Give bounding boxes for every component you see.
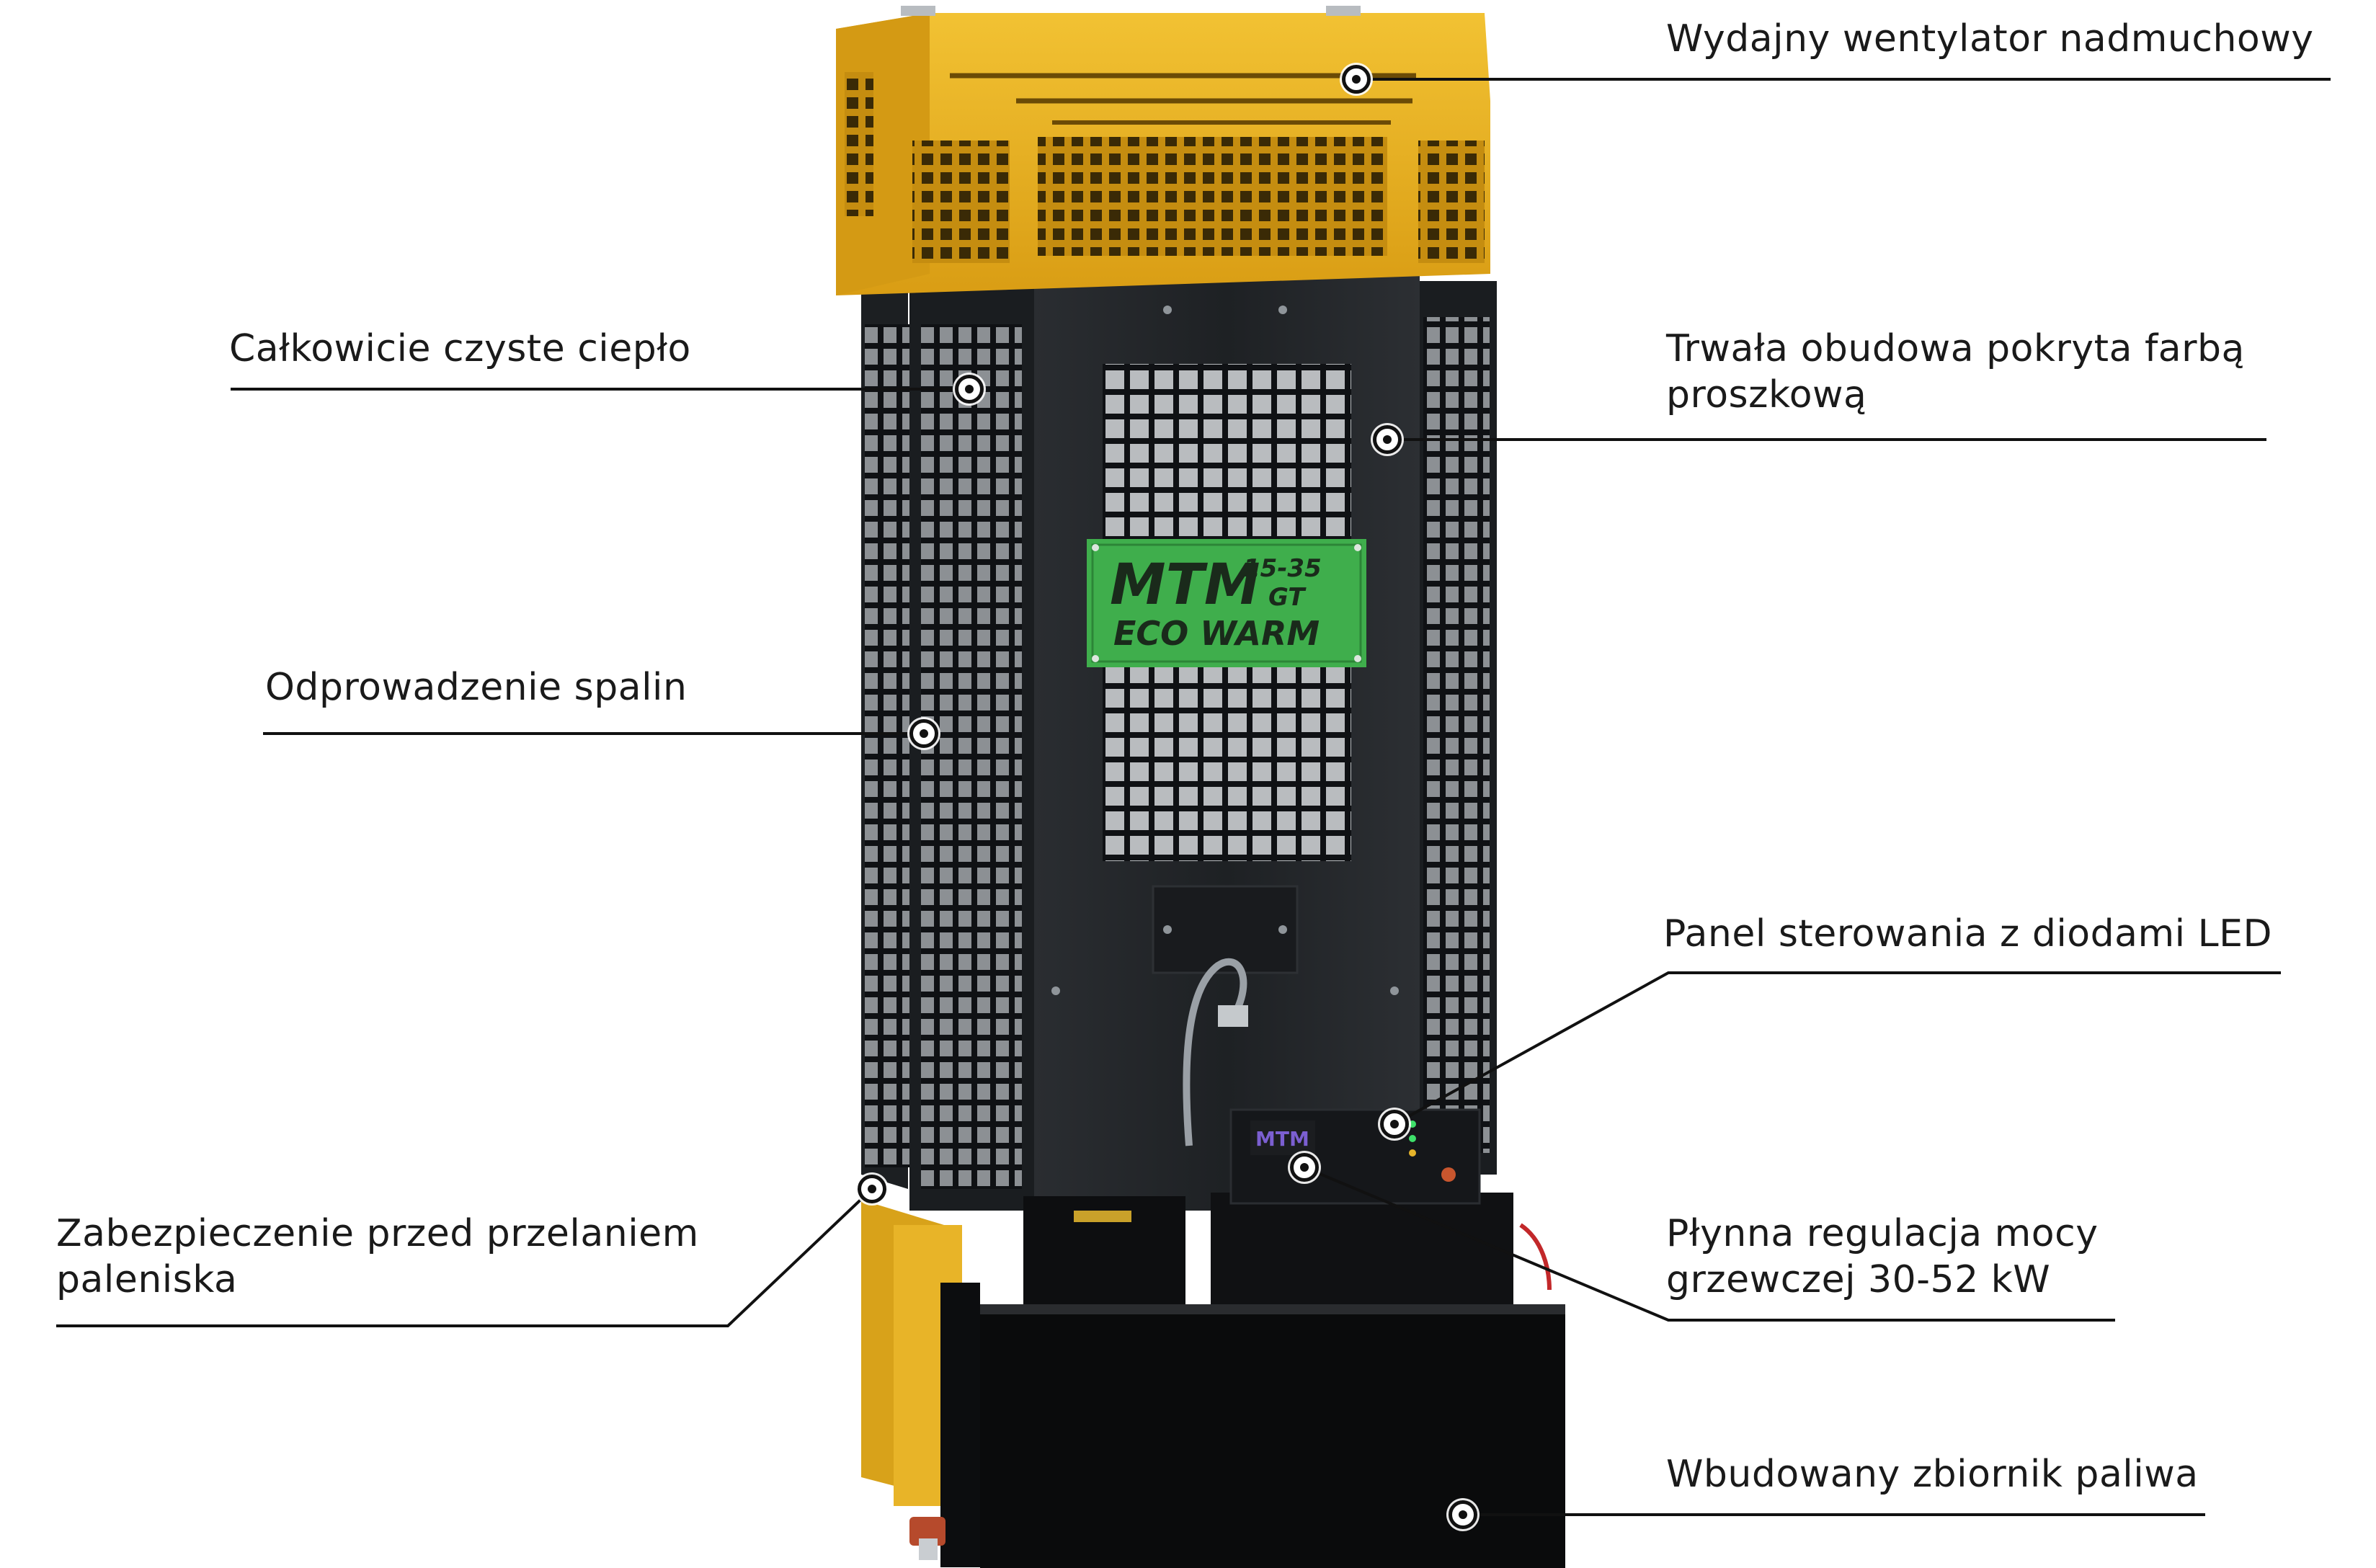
led-indicator [1409,1149,1416,1157]
leader-control-panel [1394,971,2281,1126]
callout-power-line-1: Płynna regulacja mocy [1666,1212,2099,1255]
marker-fan [1342,65,1371,94]
callout-housing-line-1: Trwała obudowa pokryta farbą [1666,327,2245,370]
leader-overflow [56,1188,873,1327]
panel-brand: MTM [1255,1127,1309,1151]
marker-tank [1449,1500,1477,1529]
badge-brand: MTM [1110,553,1260,618]
fan-housing [836,6,1490,295]
callout-tank: Wbudowany zbiornik paliwa [1666,1451,2199,1497]
callout-control-panel: Panel sterowania z diodami LED [1663,911,2272,957]
led-indicator [1409,1121,1416,1128]
callout-exhaust-text: Odprowadzenie spalin [265,666,688,709]
marker-overflow [858,1175,886,1203]
led-indicator [1409,1135,1416,1142]
power-knob [1441,1167,1456,1182]
callout-exhaust: Odprowadzenie spalin [265,664,687,710]
fuel-hose [1183,958,1247,1146]
callout-fan-text: Wydajny wentylator nadmuchowy [1666,17,2314,61]
badge-model-line-2: GT [1268,583,1307,612]
marker-housing [1373,425,1402,454]
fuel-tank [909,1283,1565,1568]
callout-clean-heat-text: Całkowicie czyste ciepło [229,327,691,370]
marker-clean-heat [955,375,984,404]
callout-overflow-line-1: Zabezpieczenie przed przelaniem [56,1212,699,1255]
callout-power: Płynna regulacja mocy grzewczej 30-52 kW [1666,1211,2099,1303]
marker-power [1290,1153,1319,1182]
callout-overflow-line-2: paleniska [56,1258,238,1301]
badge-model-line-1: 15-35 [1243,554,1322,583]
badge-series: ECO WARM [1113,614,1320,653]
callout-control-panel-text: Panel sterowania z diodami LED [1663,912,2272,956]
callout-overflow: Zabezpieczenie przed przelaniem palenisk… [56,1211,699,1303]
marker-exhaust [909,719,938,748]
model-badge: MTM 15-35 GT ECO WARM [1087,539,1366,667]
leader-power [1304,1166,2115,1322]
callout-housing-line-2: proszkową [1666,373,1867,416]
callout-tank-text: Wbudowany zbiornik paliwa [1666,1453,2199,1496]
callout-clean-heat: Całkowicie czyste ciepło [229,326,691,372]
callout-fan: Wydajny wentylator nadmuchowy [1666,16,2314,62]
marker-control-panel [1380,1110,1409,1139]
callout-housing: Trwała obudowa pokryta farbą proszkową [1666,326,2245,418]
left-side-panel [861,281,1038,1211]
callout-power-line-2: grzewczej 30-52 kW [1666,1258,2051,1301]
right-side-panel [1416,281,1497,1175]
